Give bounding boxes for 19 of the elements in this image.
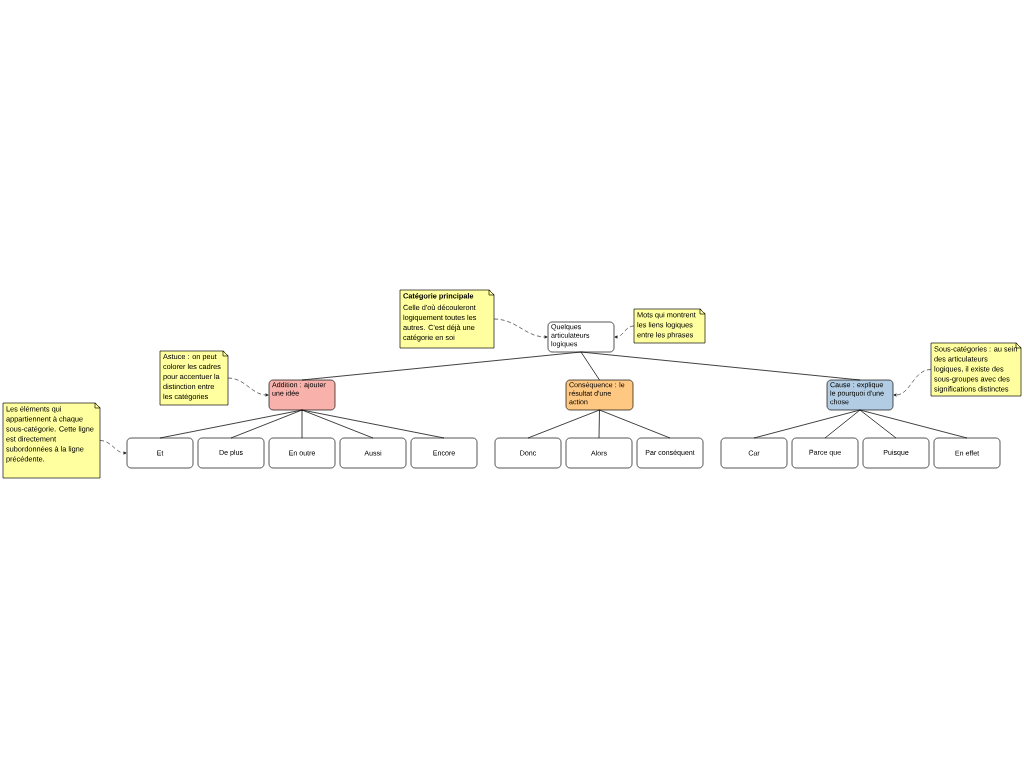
connector-line xyxy=(580,351,861,381)
connector-line xyxy=(753,409,861,439)
connector-line xyxy=(599,409,671,439)
connector-line xyxy=(859,409,968,439)
dashed-arrow xyxy=(227,377,269,397)
dashed-arrow xyxy=(893,369,932,397)
connector-line xyxy=(301,351,582,381)
connector-line xyxy=(859,409,897,439)
connector-line xyxy=(301,409,445,439)
connector-line xyxy=(598,409,600,439)
connector-line xyxy=(580,351,600,381)
connector-line xyxy=(301,409,374,439)
dashed-arrow xyxy=(614,325,635,339)
connector-line xyxy=(824,409,861,439)
connector-line xyxy=(527,409,600,439)
dashed-arrow xyxy=(493,318,548,339)
dashed-arrow xyxy=(99,440,127,455)
connector-line xyxy=(301,409,303,439)
connector-line xyxy=(230,409,303,439)
